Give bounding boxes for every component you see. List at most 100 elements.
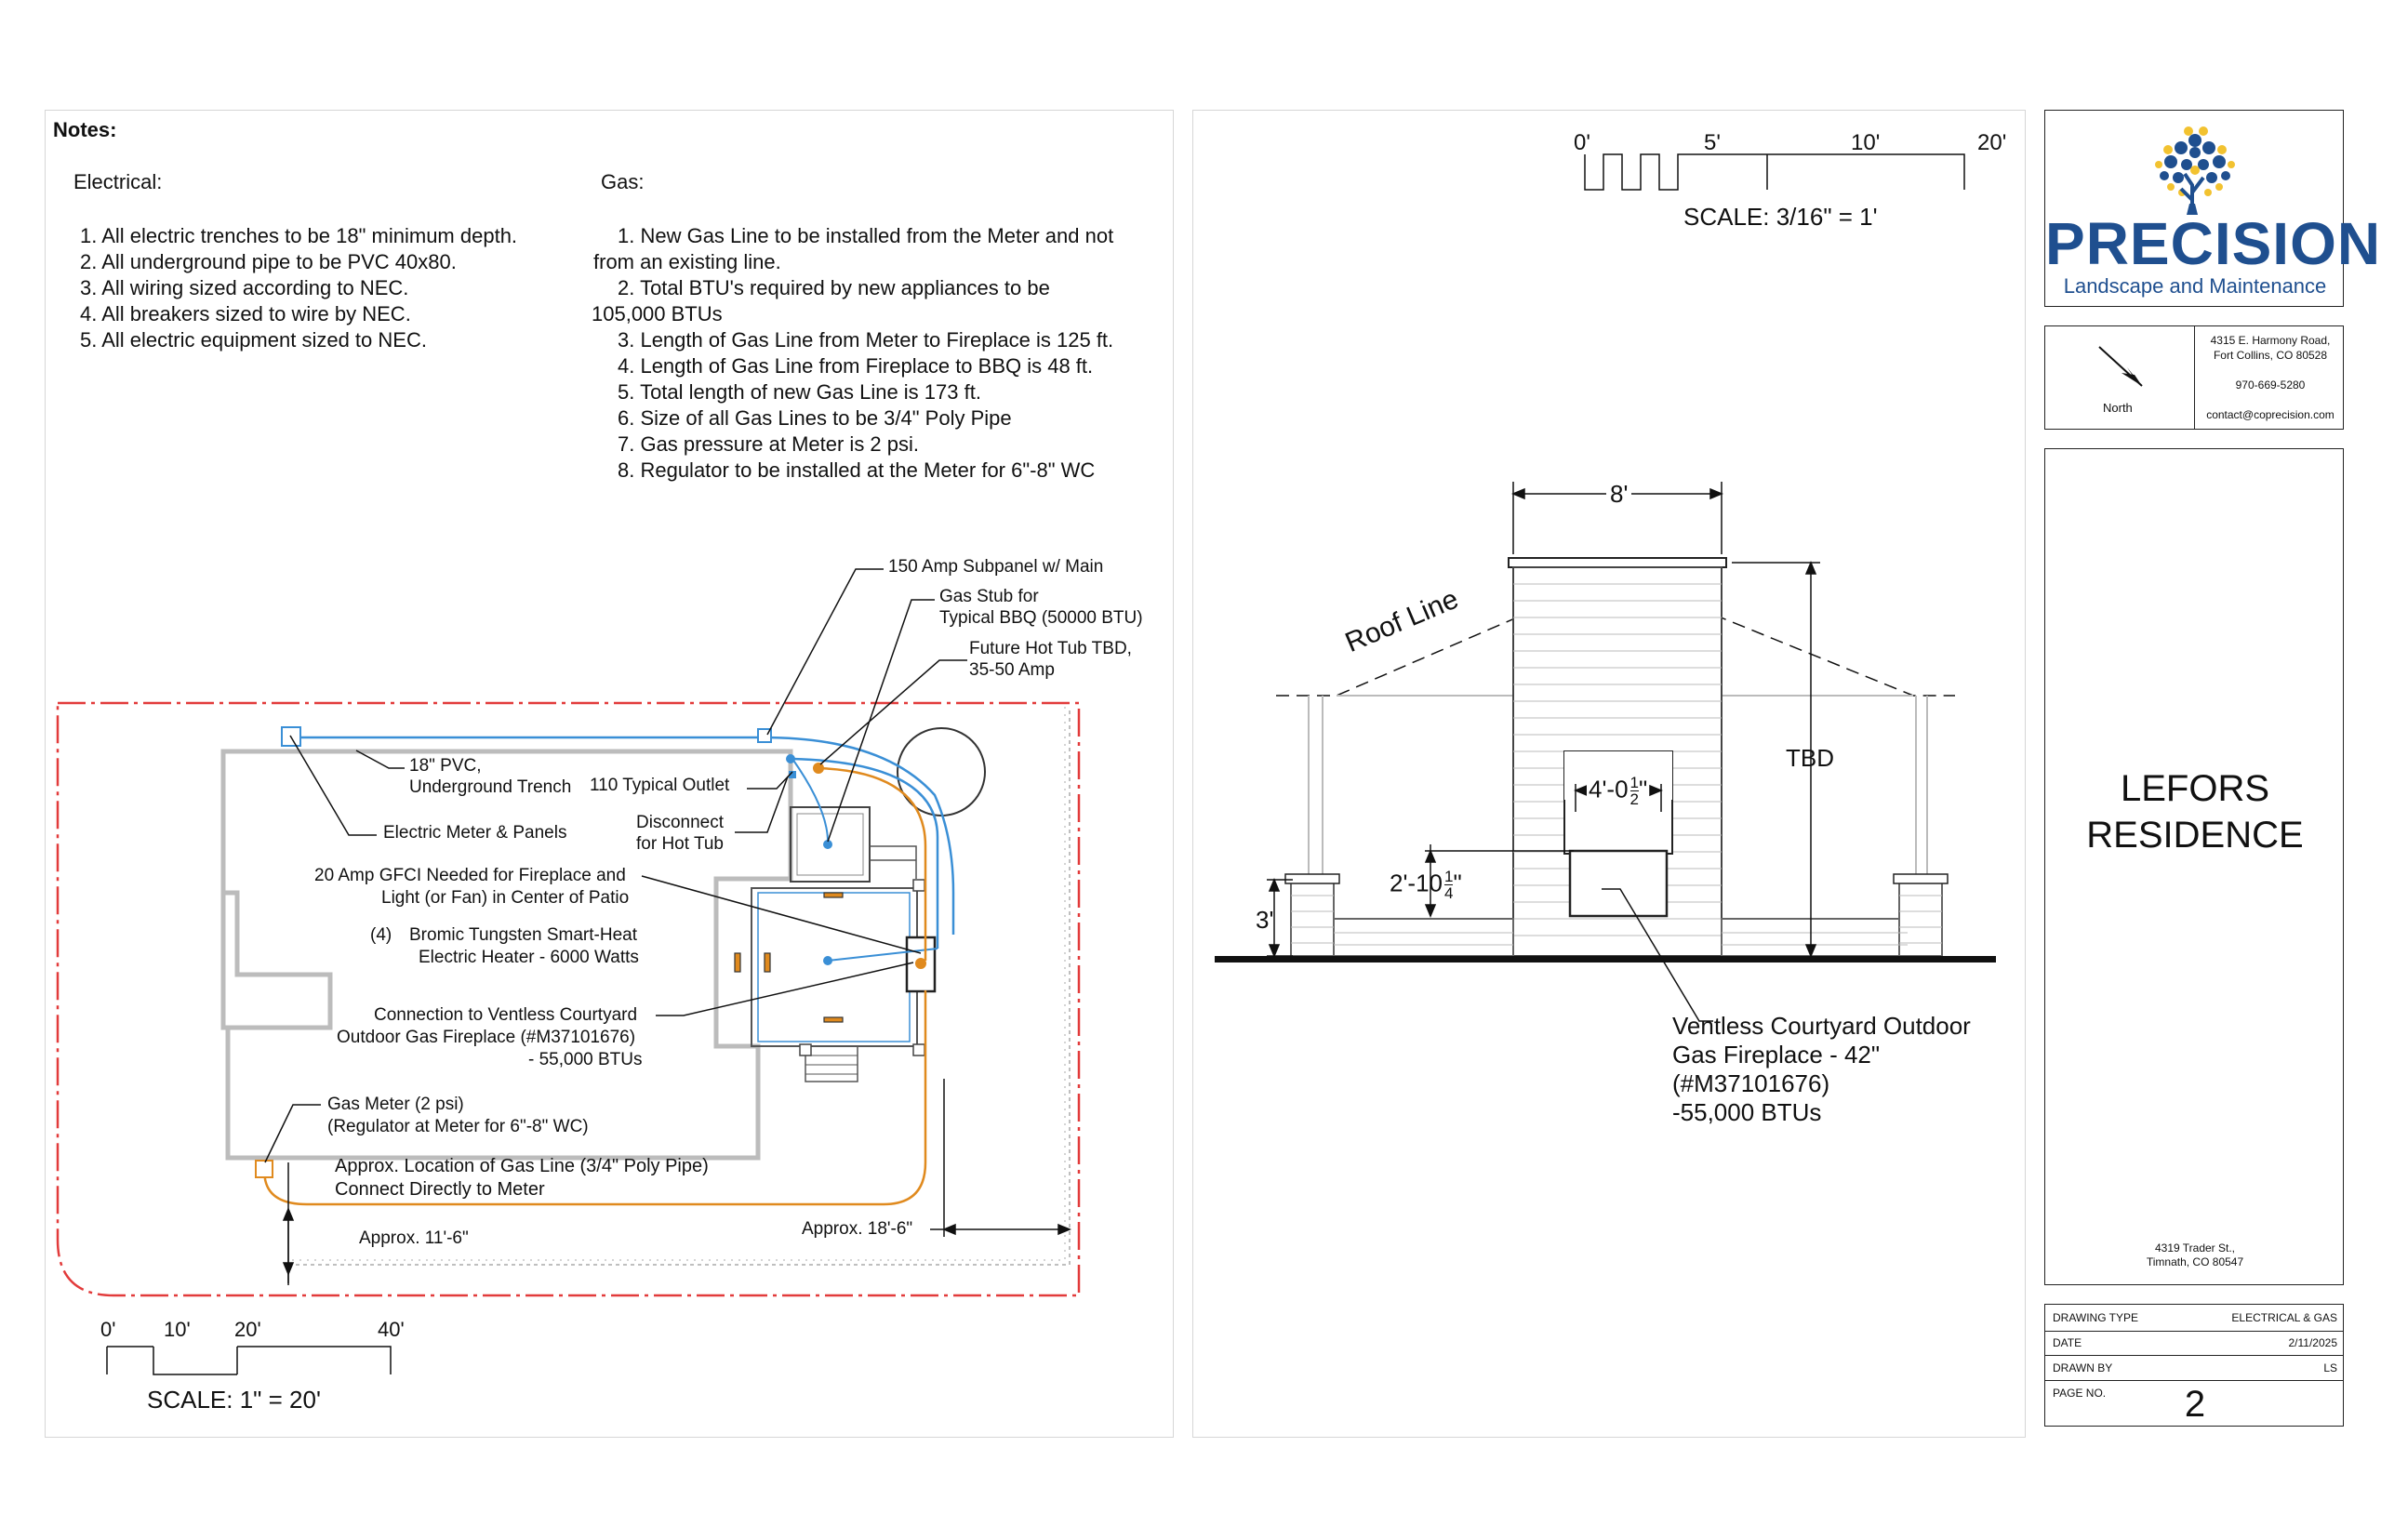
gas-note: 7. Gas pressure at Meter is 2 psi. xyxy=(618,432,920,456)
callout-heater-2: Electric Heater - 6000 Watts xyxy=(419,948,639,967)
electrical-note: 3. All wiring sized according to NEC. xyxy=(80,276,409,299)
callout-disconnect-2: for Hot Tub xyxy=(636,834,724,854)
gas-note: 3. Length of Gas Line from Meter to Fire… xyxy=(618,328,1114,352)
elev-scale-tick: 0' xyxy=(1574,130,1590,155)
drawing-type-label: DRAWING TYPE xyxy=(2053,1311,2139,1324)
callout-heater-1: Bromic Tungsten Smart-Heat xyxy=(409,925,637,945)
electrical-line xyxy=(288,736,955,935)
north-address-box: North 4315 E. Harmony Road, Fort Collins… xyxy=(2044,325,2344,430)
electrical-note: 4. All breakers sized to wire by NEC. xyxy=(80,302,411,325)
post xyxy=(912,1043,925,1056)
drawing-info-table: DRAWING TYPE ELECTRICAL & GAS DATE 2/11/… xyxy=(2044,1304,2344,1427)
dim-opening-width-num: 1 xyxy=(1629,774,1640,791)
gas-note: 8. Regulator to be installed at the Mete… xyxy=(618,458,1096,482)
date-label: DATE xyxy=(2053,1336,2082,1349)
project-name-1: LEFORS xyxy=(2120,768,2270,809)
hot-tub-inner xyxy=(796,813,864,876)
callout-pvc-1: 18" PVC, xyxy=(409,756,482,776)
gas-meter xyxy=(255,1160,273,1178)
dimension-lines xyxy=(282,1079,1071,1285)
drawn-by-label: DRAWN BY xyxy=(2053,1361,2113,1374)
gas-note: 5. Total length of new Gas Line is 173 f… xyxy=(618,380,981,404)
gas-note: 105,000 BTUs xyxy=(592,302,723,325)
elev-scale-label: SCALE: 3/16" = 1' xyxy=(1683,203,1878,231)
gas-note: 6. Size of all Gas Lines to be 3/4" Poly… xyxy=(618,406,1012,430)
elevation-scale-bar xyxy=(1584,153,1965,191)
leader-lines xyxy=(264,568,967,1163)
site-scale-tick: 10' xyxy=(164,1318,191,1341)
house-outline xyxy=(220,751,333,1030)
electrical-heading: Electrical: xyxy=(73,170,163,193)
site-scale-label: SCALE: 1" = 20' xyxy=(147,1386,321,1414)
dim-wall: 3' xyxy=(1256,906,1274,934)
phone: 970-669-5280 xyxy=(2235,378,2306,392)
dim-height: TBD xyxy=(1786,744,1834,772)
seat-wall xyxy=(1333,918,1514,957)
elev-scale-tick: 10' xyxy=(1851,130,1881,155)
patio-steps xyxy=(805,1055,858,1075)
callout-gas-stub-2: Typical BBQ (50000 BTU) xyxy=(939,608,1143,628)
dim-18ft: Approx. 18'-6" xyxy=(802,1219,913,1239)
gas-note: 2. Total BTU's required by new appliance… xyxy=(618,276,1050,299)
dim-opening-height-den: 4 xyxy=(1444,884,1454,902)
gas-stub xyxy=(813,763,824,774)
site-address-2: Timnath, CO 80547 xyxy=(2146,1255,2244,1268)
elev-scale-tick: 5' xyxy=(1704,130,1721,155)
pillar xyxy=(1290,879,1335,957)
gas-line xyxy=(263,990,927,1206)
outlet xyxy=(786,754,795,763)
callout-subpanel: 150 Amp Subpanel w/ Main xyxy=(888,557,1104,577)
callout-leader xyxy=(1602,888,1713,1022)
address-1: 4315 E. Harmony Road, xyxy=(2210,334,2331,347)
patio-steps xyxy=(870,845,917,879)
dim-11ft: Approx. 11'-6" xyxy=(359,1228,469,1248)
callout-meter-panels: Electric Meter & Panels xyxy=(383,823,567,843)
callout-disconnect-1: Disconnect xyxy=(636,813,724,832)
callout-gfci-2: Light (or Fan) in Center of Patio xyxy=(381,888,630,908)
post xyxy=(799,1043,812,1056)
electrical-note: 2. All underground pipe to be PVC 40x80. xyxy=(80,250,457,273)
dim-opening-height-num: 1 xyxy=(1444,868,1454,885)
callout-fireplace-1: Connection to Ventless Courtyard xyxy=(374,1005,638,1025)
patio-light xyxy=(823,956,832,965)
electrical-line xyxy=(791,758,829,843)
drawing-type-value: ELECTRICAL & GAS xyxy=(2231,1311,2337,1324)
firebox xyxy=(1568,849,1669,918)
notes-title: Notes: xyxy=(53,118,117,141)
fireplace-gas-connection xyxy=(915,958,926,969)
callout-outlet: 110 Typical Outlet xyxy=(590,776,730,795)
logo-sub: Landscape and Maintenance xyxy=(2063,274,2327,298)
date-value: 2/11/2025 xyxy=(2288,1336,2338,1349)
electrical-note: 5. All electric equipment sized to NEC. xyxy=(80,328,427,352)
logo-tree-icon xyxy=(2155,126,2235,215)
seat-wall xyxy=(1721,918,1909,957)
callout-hot-tub-1: Future Hot Tub TBD, xyxy=(969,639,1132,658)
chimney-cap xyxy=(1508,557,1727,568)
gas-note: 4. Length of Gas Line from Fireplace to … xyxy=(618,354,1094,378)
site-scale-bar xyxy=(106,1346,392,1375)
project-name-2: RESIDENCE xyxy=(2086,815,2304,856)
callout-fireplace-2: Outdoor Gas Fireplace (#M37101676) xyxy=(337,1028,636,1047)
callout-heater-qty: (4) xyxy=(370,925,392,945)
hot-tub-connection xyxy=(823,840,832,849)
gas-heading: Gas: xyxy=(601,170,645,193)
elevation-callout-3: (#M37101676) xyxy=(1672,1069,1830,1097)
drawn-by-value: LS xyxy=(2323,1361,2337,1374)
electrical-line xyxy=(827,948,938,962)
project-box: LEFORS RESIDENCE 4319 Trader St., Timnat… xyxy=(2044,448,2344,1285)
notes-siteplan-panel xyxy=(45,110,1174,1438)
property-line xyxy=(56,701,1081,1297)
address-2: Fort Collins, CO 80528 xyxy=(2213,349,2328,362)
callout-gas-meter-1: Gas Meter (2 psi) xyxy=(327,1095,464,1114)
site-scale-tick: 0' xyxy=(100,1318,116,1341)
elevation-drawing xyxy=(1215,153,1996,1022)
callout-hot-tub-2: 35-50 Amp xyxy=(969,660,1055,680)
gas-line xyxy=(818,766,927,961)
post xyxy=(912,879,925,892)
patio-steps xyxy=(805,1045,858,1082)
callout-gas-meter-2: (Regulator at Meter for 6"-8" WC) xyxy=(327,1117,589,1136)
site-scale-tick: 20' xyxy=(234,1318,261,1341)
callout-gfci-1: 20 Amp GFCI Needed for Fireplace and xyxy=(314,866,626,885)
logo-name: PRECISION xyxy=(2045,210,2381,277)
